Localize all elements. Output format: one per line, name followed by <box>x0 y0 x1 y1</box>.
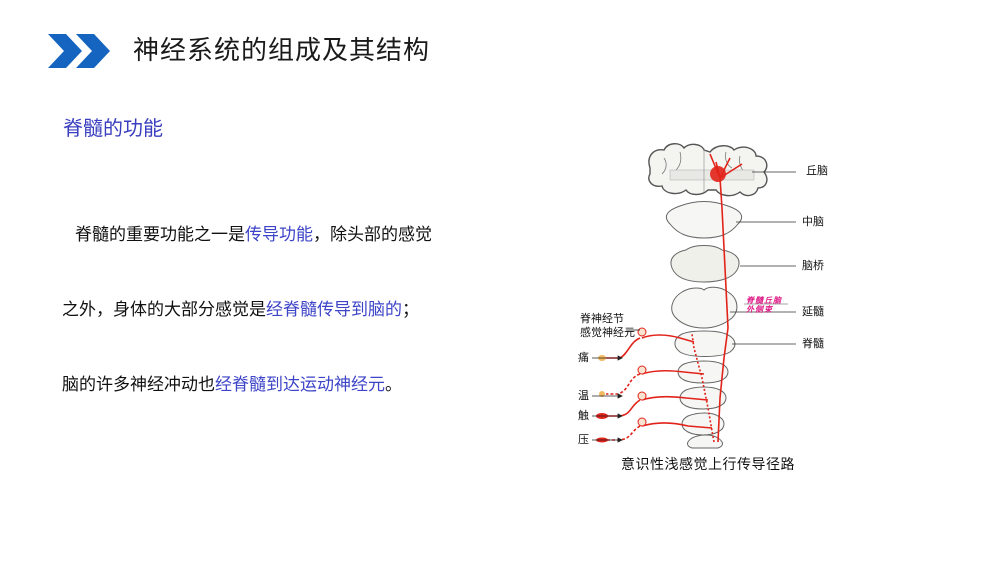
label-lateral-spinothalamic-tract: 脊髓丘脑 外侧束 <box>746 295 782 314</box>
text-segment: ； <box>402 300 419 320</box>
text-segment: 脊髓的重要功能之一是 <box>75 225 245 245</box>
text-segment: 脑的许多神经冲动也 <box>62 375 215 395</box>
page-title: 神经系统的组成及其结构 <box>133 36 431 66</box>
label-medulla: 延髓 <box>802 305 824 318</box>
label-touch: 触 <box>578 409 589 422</box>
sensory-pathway-diagram: 丘脑 中脑 脑桥 延髓 脊髓 脊髓丘脑 外侧束 脊神经节 感觉神经元 痛 温 触… <box>570 138 850 478</box>
section-title: 脊髓的功能 <box>63 116 163 140</box>
text-segment: ，除头部的感觉 <box>313 225 432 245</box>
double-chevron-right-icon <box>46 32 114 70</box>
label-thalamus: 丘脑 <box>806 164 828 177</box>
pathway-illustration <box>592 143 796 449</box>
text-segment: 。 <box>385 375 402 395</box>
paragraph-line-3: 脑的许多神经冲动也经脊髓到达运动神经元。 <box>62 372 402 398</box>
label-pain: 痛 <box>578 351 589 364</box>
text-segment: 之外，身体的大部分感觉是 <box>62 300 266 320</box>
label-spinal-cord: 脊髓 <box>802 337 824 350</box>
highlighted-term: 经脊髓到达运动神经元 <box>215 375 385 395</box>
highlighted-term: 经脊髓传导到脑的 <box>266 300 402 320</box>
label-pons: 脑桥 <box>802 259 824 272</box>
paragraph-line-2: 之外，身体的大部分感觉是经脊髓传导到脑的； <box>62 297 419 323</box>
label-ganglion-line2: 感觉神经元 <box>580 326 635 339</box>
highlighted-term: 传导功能 <box>245 225 313 245</box>
label-midbrain: 中脑 <box>802 215 824 228</box>
label-pressure: 压 <box>578 433 589 446</box>
diagram-caption: 意识性浅感觉上行传导径路 <box>621 457 795 473</box>
paragraph-line-1: 脊髓的重要功能之一是传导功能，除头部的感觉 <box>75 222 432 248</box>
label-ganglion-line1: 脊神经节 <box>580 312 624 325</box>
label-temperature: 温 <box>578 389 589 402</box>
